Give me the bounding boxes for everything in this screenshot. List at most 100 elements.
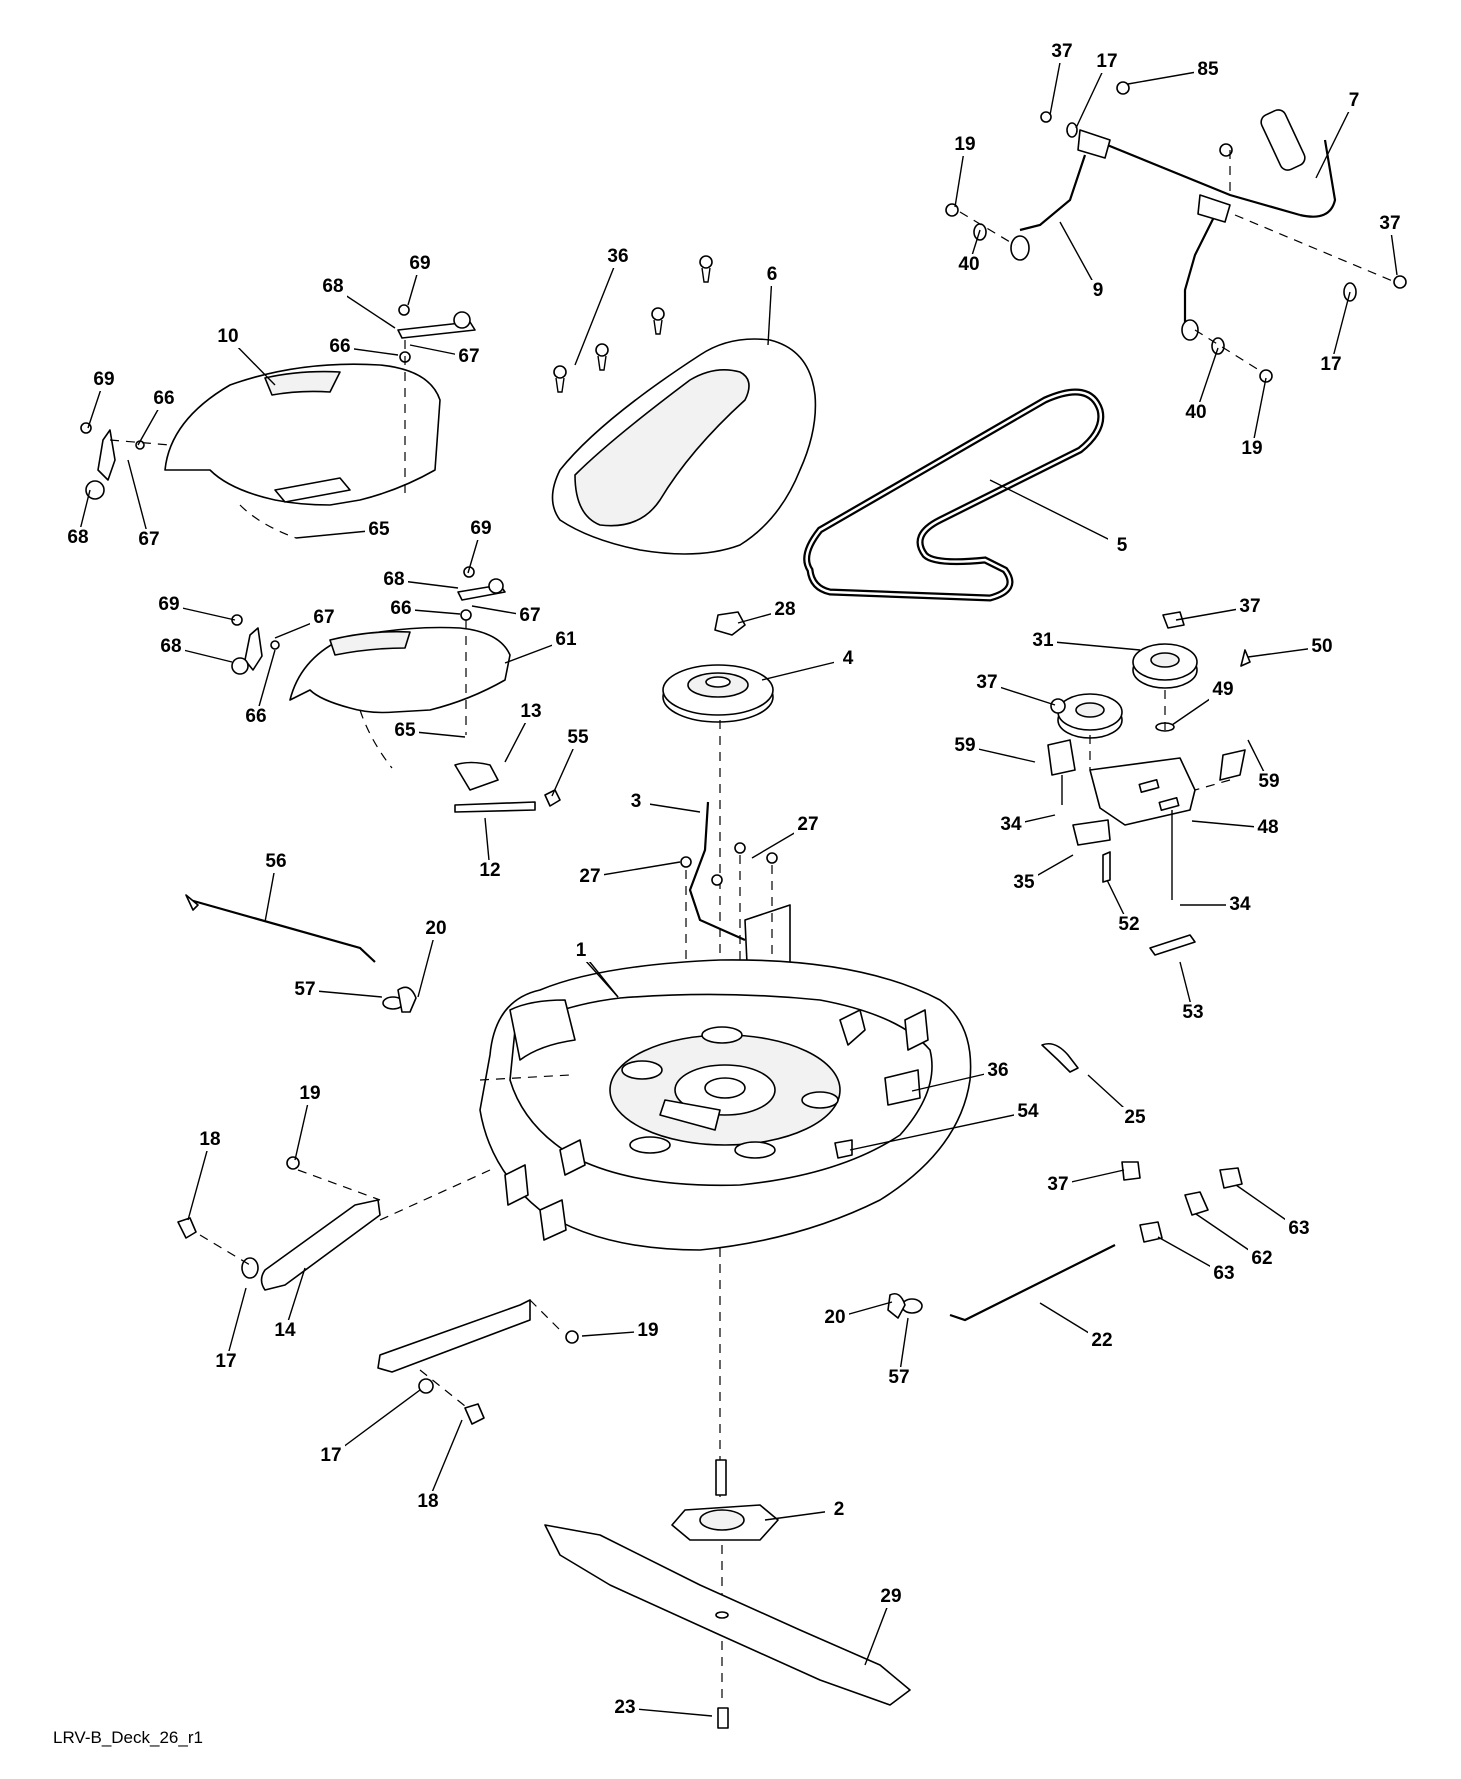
callout-halo [1048, 41, 1076, 63]
callout-59-a: 59 [954, 735, 975, 756]
callout-66-a: 66 [329, 336, 350, 357]
callout-halo [467, 518, 495, 540]
callout-63-b: 63 [1213, 1263, 1234, 1284]
callout-halo [150, 388, 178, 410]
callout-halo [1121, 1107, 1149, 1129]
callout-halo [1088, 1330, 1116, 1352]
callout-14: 14 [274, 1320, 296, 1341]
callout-halo [1115, 914, 1143, 936]
callout-52: 52 [1118, 914, 1139, 935]
callout-68-b: 68 [67, 527, 88, 548]
callout-halo [262, 851, 290, 873]
callout-49: 49 [1212, 679, 1233, 700]
callout-55: 55 [567, 727, 589, 748]
drawing-id-label: LRV-B_Deck_26_r1 [53, 1728, 203, 1747]
callout-halo [214, 326, 242, 348]
callout-6: 6 [767, 264, 778, 285]
callout-halo [1014, 1101, 1042, 1123]
callout-20-b: 20 [824, 1307, 845, 1328]
callout-40-b: 40 [1185, 402, 1206, 423]
callout-halo [1340, 90, 1368, 112]
callout-halo [1029, 630, 1057, 652]
leader-line [1315, 100, 1355, 179]
blade-bolt [717, 1707, 729, 1729]
callout-halo [1254, 817, 1282, 839]
callout-halo [517, 701, 545, 723]
callout-halo [973, 672, 1001, 694]
callout-37-c: 37 [1239, 596, 1260, 617]
callout-halo [212, 1351, 240, 1373]
callout-halo [310, 607, 338, 629]
callout-85: 85 [1197, 59, 1219, 80]
callout-halo [758, 264, 786, 286]
callout-31: 31 [1032, 630, 1054, 651]
callout-halo [1108, 535, 1136, 557]
callout-17-a: 17 [1096, 51, 1117, 72]
callout-67-d: 67 [313, 607, 334, 628]
callout-56: 56 [265, 851, 286, 872]
leader-line [989, 479, 1123, 547]
callout-halo [1285, 1218, 1313, 1240]
callout-36-a: 36 [607, 246, 628, 267]
callout-57-a: 57 [294, 979, 315, 1000]
callout-halo [455, 346, 483, 368]
callout-19-a: 19 [954, 134, 975, 155]
callout-halo [1010, 872, 1038, 894]
callout-halo [567, 940, 595, 962]
blade-spindle [671, 1459, 779, 1700]
leader-line [624, 1707, 713, 1717]
deck-lift-links [177, 1156, 579, 1425]
callout-halo [380, 569, 408, 591]
callout-66-d: 66 [245, 706, 266, 727]
callout-37-a: 37 [1051, 41, 1072, 62]
callout-halo [516, 605, 544, 627]
callout-halo [825, 1499, 853, 1521]
callout-65-a: 65 [368, 519, 390, 540]
callout-48: 48 [1257, 817, 1278, 838]
leader-line [849, 1111, 1029, 1151]
callout-5: 5 [1117, 535, 1128, 556]
callout-halo [242, 706, 270, 728]
leader-line [187, 1139, 211, 1221]
callout-37-e: 37 [1047, 1174, 1068, 1195]
callout-halo [476, 860, 504, 882]
callout-67-a: 67 [458, 346, 479, 367]
callout-halo [1209, 679, 1237, 701]
callout-halo [291, 979, 319, 1001]
callout-22: 22 [1091, 1330, 1112, 1351]
callout-19-d: 19 [637, 1320, 658, 1341]
leader-line [574, 256, 619, 366]
callout-17-c: 17 [215, 1351, 236, 1372]
callout-halo [271, 1320, 299, 1342]
callout-halo [157, 636, 185, 658]
callout-halo [955, 254, 983, 276]
drive-belt [803, 388, 1105, 602]
callout-68-a: 68 [322, 276, 343, 297]
callout-halo [794, 814, 822, 836]
callout-4: 4 [843, 648, 854, 669]
leader-line [427, 1419, 463, 1503]
callout-halo [877, 1586, 905, 1608]
callout-7: 7 [1349, 90, 1360, 111]
callout-63-a: 63 [1288, 1218, 1309, 1239]
callout-69-c: 69 [470, 518, 491, 539]
callout-halo [387, 598, 415, 620]
callout-halo [821, 1307, 849, 1329]
callout-69-d: 69 [158, 594, 179, 615]
callout-halo [951, 134, 979, 156]
callout-40-a: 40 [958, 254, 979, 275]
idler-bracket-assembly [1047, 611, 1251, 956]
callout-halo [296, 1083, 324, 1105]
callout-halo [984, 1060, 1012, 1082]
callout-halo [634, 1320, 662, 1342]
callout-halo [1044, 1174, 1072, 1196]
leader-line [761, 658, 849, 681]
callout-19-b: 19 [1241, 438, 1262, 459]
callout-10: 10 [217, 326, 238, 347]
callout-17-b: 17 [1320, 354, 1341, 375]
callout-37-d: 37 [976, 672, 997, 693]
callout-halo [1182, 402, 1210, 424]
callout-34-a: 34 [1000, 814, 1022, 835]
callout-halo [611, 1697, 639, 1719]
callout-19-c: 19 [299, 1083, 320, 1104]
